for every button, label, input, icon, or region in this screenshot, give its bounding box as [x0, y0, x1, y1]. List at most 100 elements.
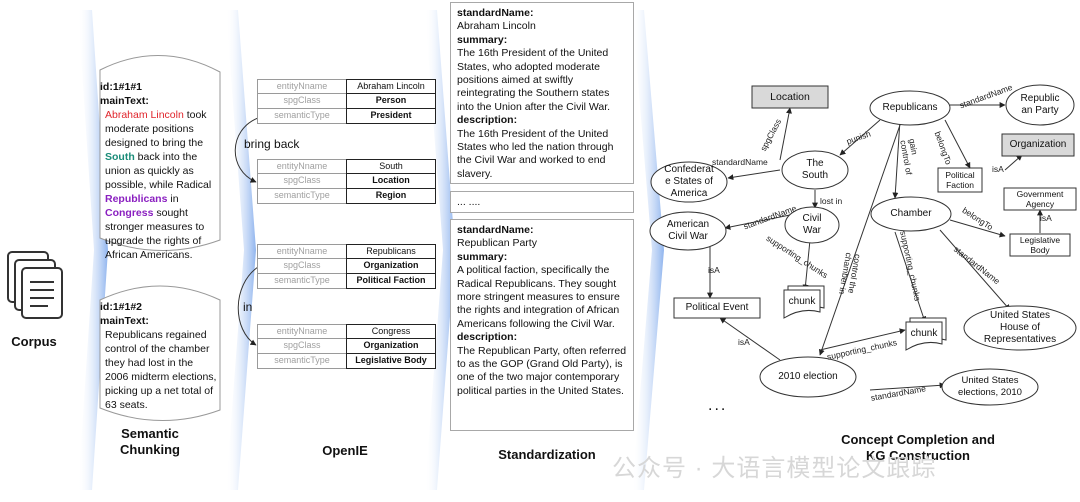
chunk-card-1-shape [99, 55, 221, 251]
std-key: summary: [457, 33, 508, 46]
openie-key: entityNname [257, 159, 347, 174]
chunk-text-segment: Republicans regained control of the cham… [105, 329, 217, 411]
std-key: standardName: [457, 7, 534, 19]
kg-chunk-2-shape [905, 317, 947, 351]
openie-key: spgClass [257, 339, 347, 354]
kg-node-republican-party-shape [1005, 84, 1075, 126]
stage-label-openie: OpenIE [322, 443, 368, 458]
kg-node-political-event: Political Event [685, 302, 749, 313]
kg-node-us-house-shape [963, 305, 1077, 351]
kg-chunk-1: chunk [788, 296, 816, 307]
std-box-2: standardName: Republican Party summary: … [450, 219, 634, 431]
std-key: standardName: [457, 224, 534, 236]
chunk-text: Abraham Lincoln took moderate positions … [100, 108, 218, 262]
chunk-text-segment: back into the union as quickly as possib… [105, 151, 212, 191]
openie-value: Abraham Lincoln [346, 79, 436, 94]
openie-key: entityNname [257, 79, 347, 94]
openie-key: semanticType [257, 354, 347, 369]
chunk-label: mainText: [100, 315, 149, 327]
chunk-text-segment: sought stronger measures to upgrade the … [105, 207, 205, 261]
kg-edge-isa-2: isA [1040, 213, 1052, 223]
kg-edge-lost-in: lost in [820, 196, 843, 206]
stage-arrow-3 [425, 10, 455, 490]
kg-node-location-shape [751, 85, 829, 109]
openie-value: South [346, 159, 436, 174]
kg-node-political-event-shape [673, 297, 761, 319]
openie-key: entityNname [257, 324, 347, 339]
std-key: description: [457, 331, 518, 344]
openie-key: spgClass [257, 174, 347, 189]
std-box-gap: ... .... [450, 191, 634, 213]
kg-edge-isa-4: isA [738, 337, 750, 347]
openie-value: Location [346, 174, 436, 189]
kg-node-civil-war: Civil War [802, 213, 822, 236]
kg-node-election-2010-shape [759, 356, 857, 398]
openie-connector-bring-back [234, 117, 259, 183]
kg-node-organization-shape [1001, 133, 1075, 157]
stage-label-chunking: Semantic Chunking [120, 426, 180, 457]
chunk-card-2: id:1#1#2 mainText: Republicans regained … [100, 300, 218, 412]
chunk-id: id:1#1#2 [100, 301, 143, 313]
kg-ellipsis: ... [708, 397, 728, 414]
openie-relation-bring-back: bring back [244, 137, 300, 151]
std-box-1: standardName: Abraham Lincoln summary: T… [450, 2, 634, 184]
kg-edge-isa-1: isA [992, 164, 1004, 174]
kg-node-south: The South [801, 158, 829, 181]
stage-label-standardization: Standardization [498, 447, 596, 462]
openie-value: Organization [346, 339, 436, 354]
chunk-label: mainText: [100, 95, 149, 107]
kg-edge-isa-3: isA [708, 265, 720, 275]
kg-chunk-2: chunk [910, 328, 938, 339]
std-value: The 16th President of the United States,… [457, 47, 611, 113]
std-value: Republican Party [457, 237, 537, 250]
chunk-card-1: id:1#1#1 mainText: Abraham Lincoln took … [100, 80, 218, 262]
chunk-card-2-shape [99, 285, 221, 421]
watermark: 公众号 · 大语言模型论文跟踪 [612, 455, 937, 482]
openie-key: semanticType [257, 109, 347, 124]
openie-key: semanticType [257, 274, 347, 289]
openie-key: entityNname [257, 244, 347, 259]
kg-chunk-1-shape [783, 285, 825, 319]
chunk-id: id:1#1#1 [100, 81, 143, 93]
openie-key: spgClass [257, 94, 347, 109]
stage-arrow-1 [78, 10, 108, 490]
kg-node-us-elections: United States elections, 2010 [958, 375, 1022, 398]
std-value: A political faction, specifically the Ra… [457, 264, 620, 330]
openie-value: Political Faction [346, 274, 436, 289]
kg-node-chamber: Chamber [890, 208, 932, 219]
kg-node-location: Location [770, 91, 810, 103]
kg-node-us-elections-shape [941, 368, 1039, 406]
openie-value: Person [346, 94, 436, 109]
chunk-text-segment: Congress [105, 207, 154, 219]
kg-node-american-civil-war: American Civil War [666, 219, 710, 242]
openie-value: President [346, 109, 436, 124]
openie-connector-in [237, 266, 259, 346]
std-key: description: [457, 114, 518, 127]
stage-arrow-2 [226, 10, 256, 490]
kg-edge-standardname-2: standardName [712, 157, 768, 167]
kg-node-political-faction: Political Faction [945, 170, 975, 190]
std-key: summary: [457, 250, 508, 263]
std-value: The 16th President of the United States … [457, 127, 614, 180]
kg-node-legislative-body-shape [1009, 233, 1071, 257]
kg-node-gov-agency: Government Agency [1016, 189, 1064, 209]
kg-node-republicans-shape [869, 90, 951, 126]
kg-node-confederate-shape [650, 161, 728, 203]
kg-node-republicans: Republicans [882, 102, 938, 113]
chunk-text-segment: in [167, 193, 179, 205]
kg-node-confederate: Confederat e States of America [664, 164, 714, 199]
